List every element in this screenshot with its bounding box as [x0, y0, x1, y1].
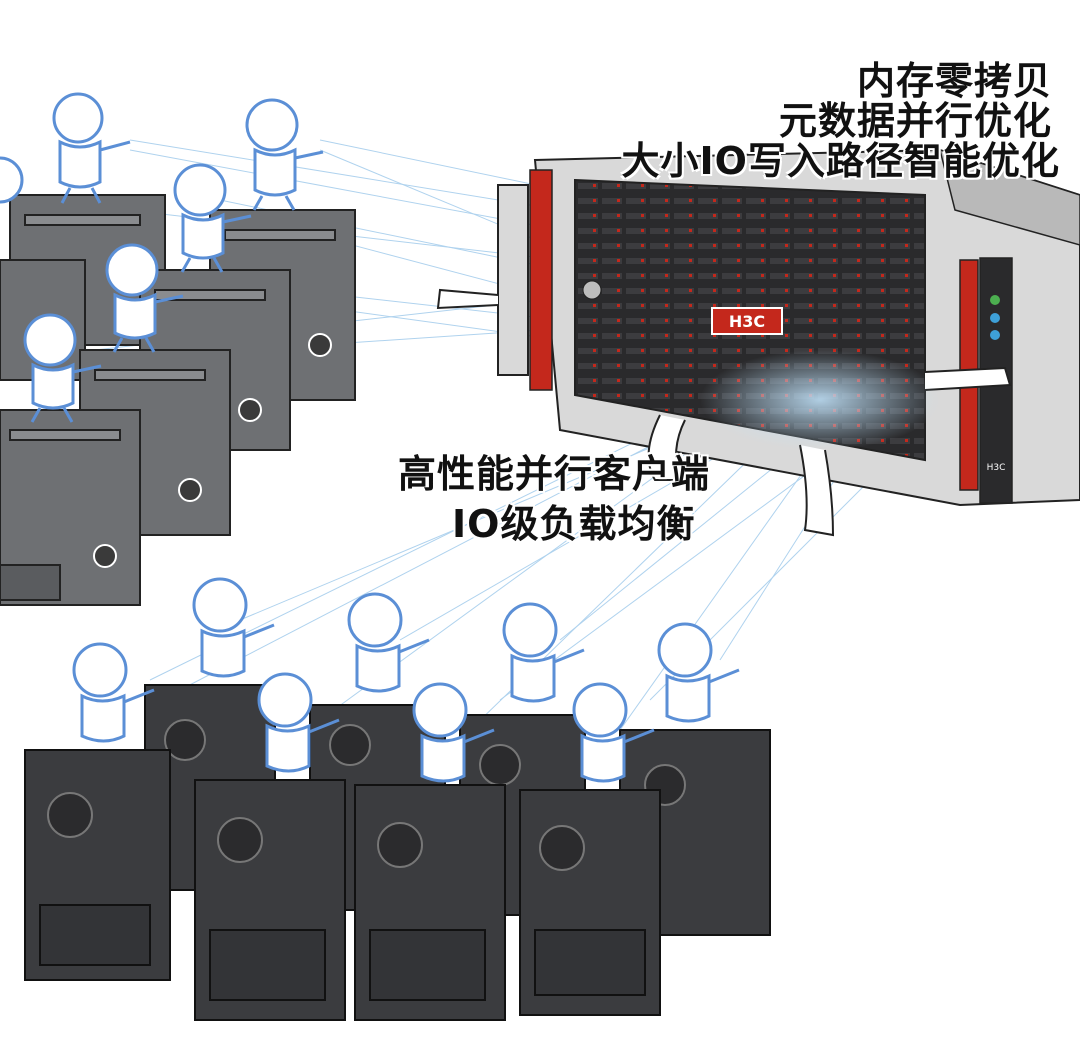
figure-left-3 [173, 163, 252, 273]
figure-left-1 [52, 92, 131, 204]
figure-bottom-8 [657, 622, 740, 723]
figure-bottom-5 [412, 682, 495, 783]
tower-bottom-front-3 [354, 784, 506, 1021]
tower-bottom-front-2 [194, 779, 346, 1021]
figure-left-2 [245, 98, 324, 211]
figure-bottom-7 [572, 682, 655, 783]
figure-left-4 [105, 243, 184, 353]
caption-top-line-2: 元数据并行优化 [778, 99, 1052, 143]
caption-top-line-1: 内存零拷贝 [856, 59, 1052, 103]
bottom-figures [72, 577, 740, 783]
brand-logo-plate [711, 307, 783, 335]
figure-bottom-3 [257, 672, 340, 773]
figure-bottom-1 [72, 642, 155, 743]
caption-top-line-3: 大小IO写入路径智能优化 [621, 139, 1060, 183]
figure-bottom-6 [502, 602, 585, 703]
left-figures [0, 92, 324, 423]
server-side-label: H3C [987, 463, 1006, 473]
caption-middle-line-2: IO级负载均衡 [452, 502, 696, 546]
bottom-tower-cluster [24, 684, 771, 1021]
figure-left-5 [23, 313, 102, 423]
tower-left-6 [0, 409, 141, 606]
tower-bottom-front-1 [24, 749, 171, 981]
caption-middle-line-1: 高性能并行客户端 [398, 452, 711, 496]
brand-logo: H3C [729, 312, 765, 331]
tower-bottom-front-4 [519, 789, 661, 1016]
figure-bottom-4 [347, 592, 430, 693]
figure-bottom-2 [192, 577, 275, 678]
storage-server [436, 148, 1080, 537]
figure-left-6 [0, 156, 24, 204]
